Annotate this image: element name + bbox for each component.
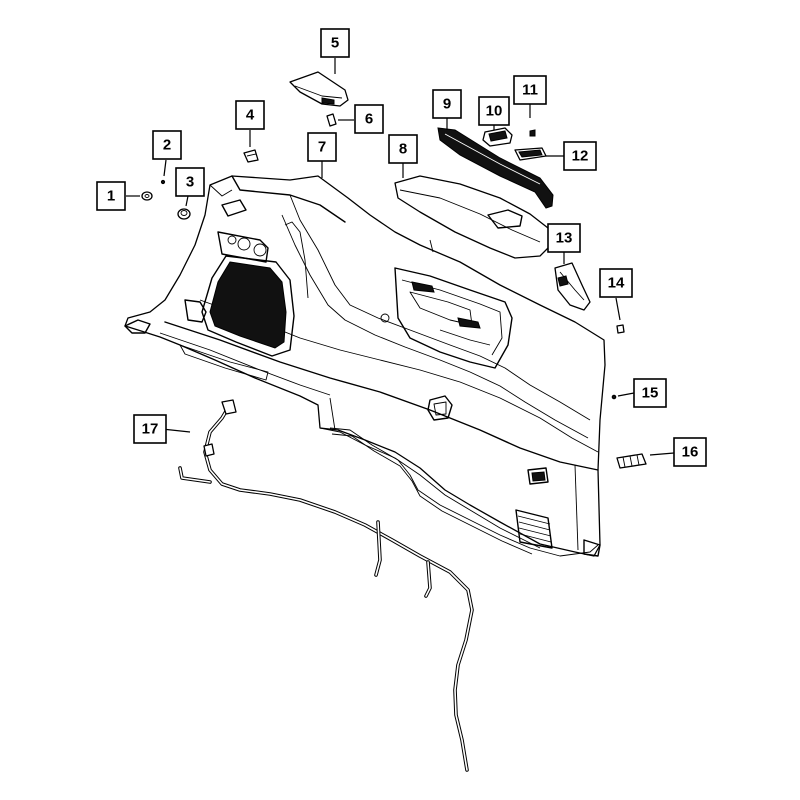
trim-strip	[437, 127, 554, 209]
callout-12-label: 12	[572, 148, 589, 165]
grommet-3	[177, 208, 191, 220]
latch-assembly	[554, 262, 591, 311]
callout-15: 15	[633, 378, 667, 408]
connector-16	[616, 453, 647, 469]
callout-16: 16	[673, 437, 707, 467]
callout-16-label: 16	[682, 444, 699, 461]
bracket-6	[326, 113, 337, 127]
callout-4-label: 4	[246, 107, 255, 124]
callout-11-label: 11	[522, 82, 538, 99]
clip-11	[529, 129, 536, 137]
callout-1-label: 1	[107, 188, 115, 205]
callout-10-label: 10	[486, 103, 503, 120]
clip-14	[616, 324, 625, 334]
screw-2	[160, 179, 166, 185]
callout-8: 8	[388, 134, 418, 164]
callout-15-label: 15	[642, 385, 659, 402]
callout-6-label: 6	[365, 111, 373, 128]
callout-14: 14	[599, 268, 633, 298]
callout-5: 5	[320, 28, 350, 58]
callout-13-label: 13	[556, 230, 573, 247]
callout-10: 10	[478, 96, 510, 126]
callout-3: 3	[175, 167, 205, 197]
callout-4: 4	[235, 100, 265, 130]
leader-14	[615, 297, 621, 321]
upper-trim-molding	[394, 175, 553, 259]
callout-11: 11	[513, 75, 547, 105]
clip-15	[611, 394, 617, 400]
leader-15	[617, 392, 635, 397]
cover-5	[289, 71, 349, 107]
callout-1: 1	[96, 181, 126, 211]
callout-7-label: 7	[318, 139, 326, 156]
switch-bezel	[482, 127, 513, 147]
callout-12: 12	[563, 141, 597, 171]
callout-9-label: 9	[443, 96, 451, 113]
leader-3	[185, 195, 189, 207]
leader-16	[649, 452, 675, 456]
callout-13: 13	[547, 223, 581, 253]
leader-2	[163, 159, 167, 177]
callout-7: 7	[307, 132, 337, 162]
callout-3-label: 3	[186, 174, 194, 191]
callout-17: 17	[133, 414, 167, 444]
callout-6: 6	[354, 104, 384, 134]
callout-2: 2	[152, 130, 182, 160]
clip-4	[243, 149, 259, 163]
callout-17-label: 17	[142, 421, 159, 438]
callout-2-label: 2	[163, 137, 171, 154]
wiring-harness	[178, 399, 599, 772]
callout-5-label: 5	[331, 35, 339, 52]
callout-8-label: 8	[399, 141, 407, 158]
nut-1	[141, 191, 153, 201]
quarter-trim-panel	[124, 175, 606, 557]
control-switch	[514, 147, 547, 161]
callout-14-label: 14	[608, 275, 625, 292]
callout-9: 9	[432, 89, 462, 119]
